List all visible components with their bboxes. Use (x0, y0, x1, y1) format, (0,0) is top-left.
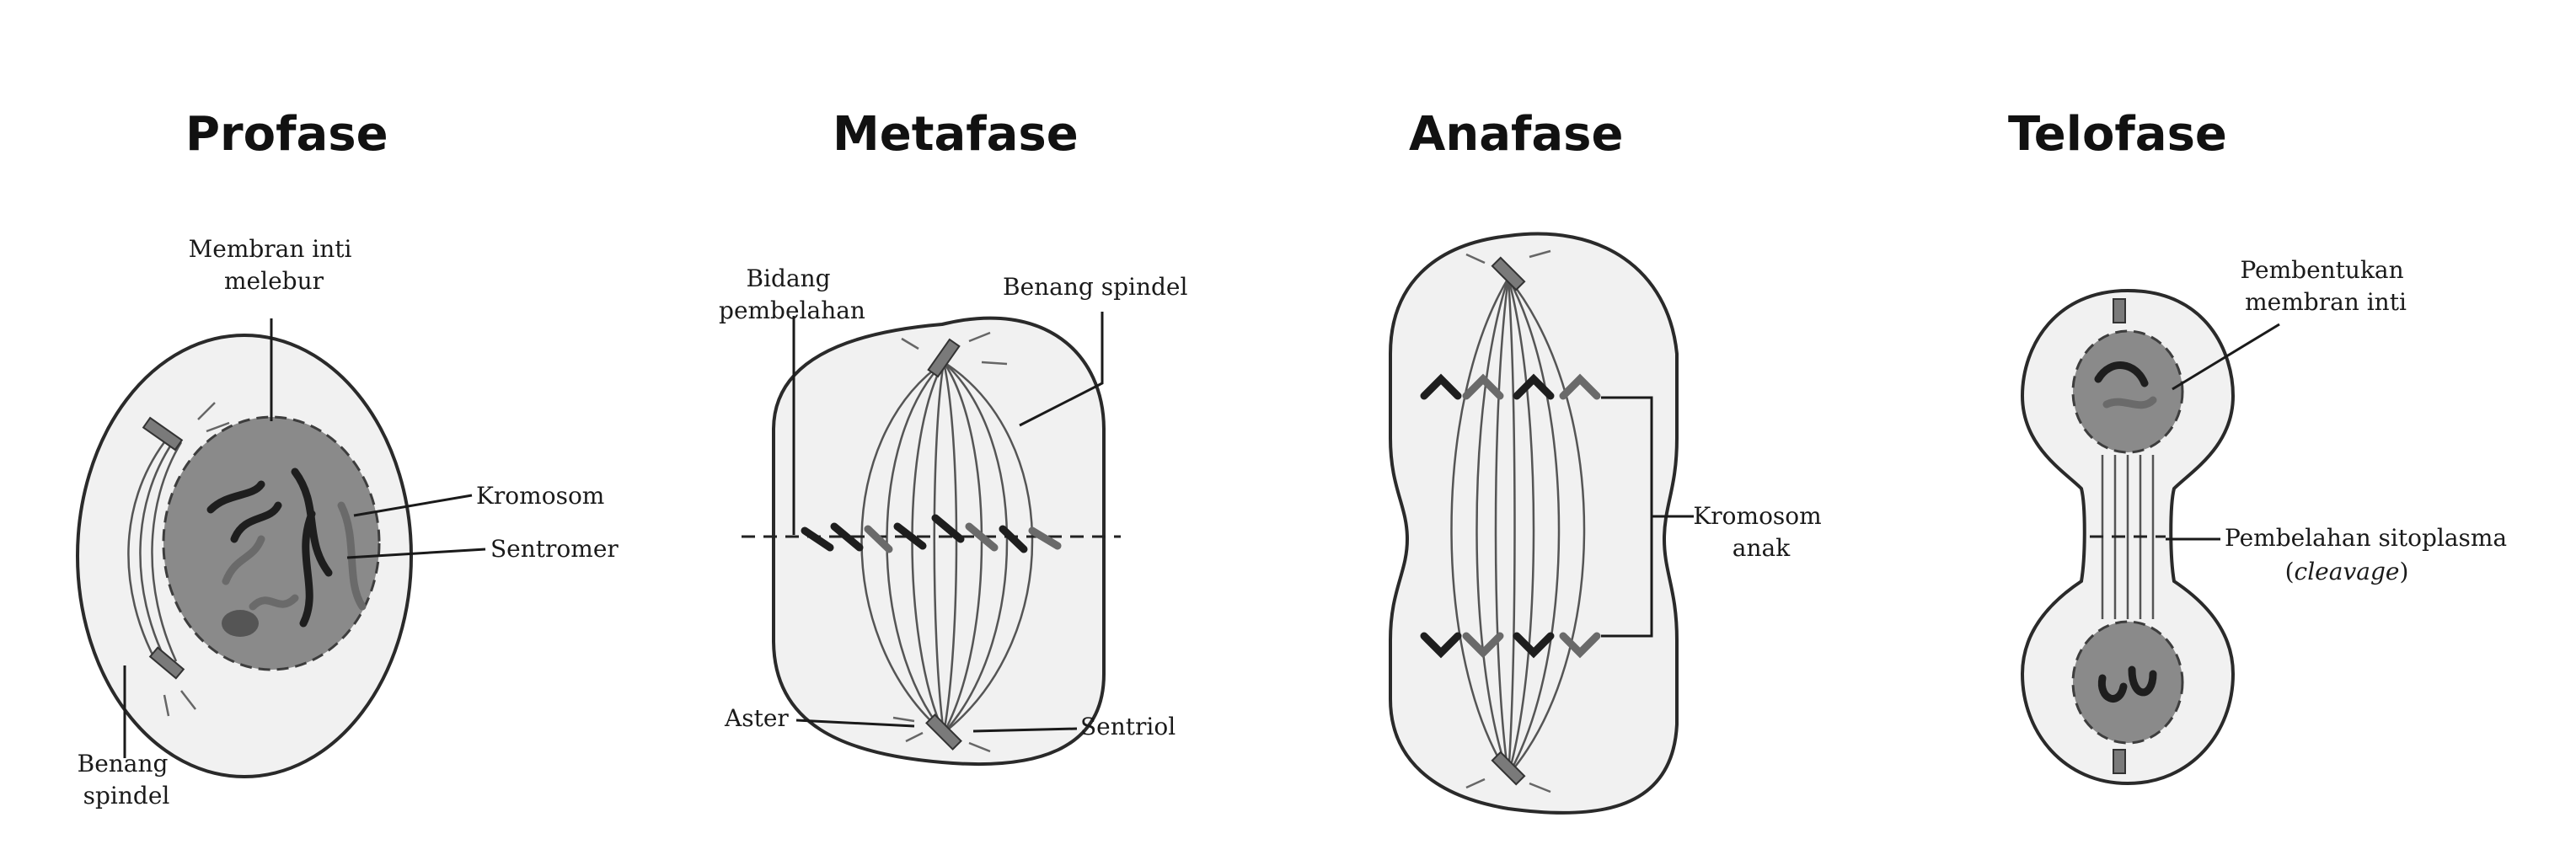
label-centriole: Sentriol (1080, 713, 1176, 740)
metaphase-spindle (943, 361, 1034, 734)
label-aster: Aster (724, 704, 789, 732)
label-daughter-chromosome: Kromosom anak (1693, 502, 1829, 562)
anaphase-spindle (1508, 277, 1586, 776)
centriole-icon (1491, 256, 1526, 291)
centriole-icon (1491, 751, 1526, 786)
stage-telophase: Telofase Pembentukan membran inti Pembel… (2008, 107, 2507, 786)
nucleolus (222, 610, 259, 637)
prophase-spindle (127, 441, 166, 662)
centriole-icon (2113, 749, 2126, 774)
label-division-plane: Bidang pembelahan (719, 265, 865, 324)
stage-title-anaphase: Anafase (1409, 107, 1623, 162)
label-nuclear-membrane: Membran inti melebur (189, 235, 360, 295)
label-cleavage-term: (cleavage) (2285, 558, 2409, 585)
chromosome (1420, 373, 1462, 400)
label-spindle-prophase: Benang spindel (78, 750, 176, 810)
chromosome (801, 526, 834, 552)
label-spindle-metaphase: Benang spindel (1003, 273, 1188, 301)
centriole-icon (927, 338, 961, 378)
centriole-icon (148, 646, 185, 680)
stage-title-telophase: Telofase (2008, 107, 2227, 162)
centriole-icon (925, 713, 962, 751)
centriole-icon (142, 416, 184, 452)
chromosome (1420, 632, 1462, 659)
stage-title-metaphase: Metafase (833, 107, 1079, 162)
metaphase-cell (772, 316, 1106, 767)
label-centromere: Sentromer (490, 535, 619, 563)
chromosome (206, 480, 265, 514)
label-chromosome: Kromosom (476, 482, 604, 510)
stage-anaphase: Anafase Kromosom anak (1389, 107, 1829, 815)
stage-prophase: Profase Membran inti melebur Kromosom (76, 107, 619, 810)
chromosome (2097, 674, 2128, 703)
chromosome (2094, 361, 2149, 387)
telophase-nucleus-bottom (2071, 620, 2184, 745)
prophase-nucleus (162, 415, 381, 671)
centriole-icon (2113, 298, 2126, 323)
stage-metaphase: Metafase Bid (719, 107, 1188, 767)
label-membrane-formation: Pembentukan membran inti (2240, 256, 2411, 316)
telophase-nucleus-top (2071, 329, 2184, 454)
label-cleavage: Pembelahan sitoplasma (2225, 524, 2507, 552)
stage-title-prophase: Profase (185, 107, 388, 162)
